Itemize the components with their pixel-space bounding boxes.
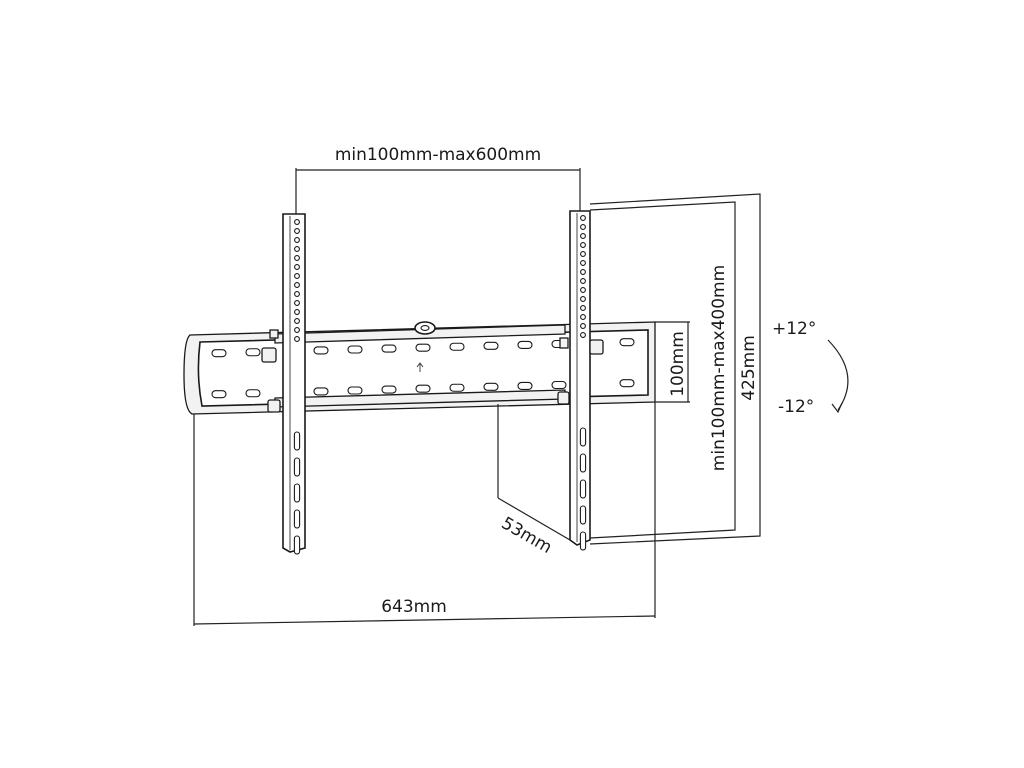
plate-slot xyxy=(483,382,499,391)
arm-hole xyxy=(294,282,300,288)
tilt-indicator: +12° -12° xyxy=(772,319,849,417)
arm-hole xyxy=(580,224,586,230)
rail-height-label: 100mm xyxy=(668,331,688,397)
arm-hole xyxy=(294,237,300,243)
arm-hole xyxy=(294,219,300,225)
arm-slot xyxy=(579,505,587,525)
arm-slot xyxy=(293,509,301,529)
arm-hole xyxy=(580,251,586,257)
arm-slot xyxy=(293,457,301,477)
arm-slot xyxy=(579,427,587,447)
tilt-up-label: +12° xyxy=(772,319,816,339)
plate-height-label: 425mm xyxy=(739,335,759,401)
arm-slot xyxy=(293,431,301,451)
arm-hole xyxy=(294,291,300,297)
arm-hole xyxy=(580,278,586,284)
plate-slot xyxy=(313,387,329,396)
up-arrow-icon xyxy=(416,362,424,372)
plate-slot xyxy=(381,385,397,394)
vesa-height-label: min100mm-max400mm xyxy=(709,265,729,471)
left-upper-knob xyxy=(261,347,277,363)
plate-slot xyxy=(517,340,533,349)
plate-slot xyxy=(347,345,363,354)
arm-hole xyxy=(580,269,586,275)
plate-slot xyxy=(619,338,635,347)
arm-hole xyxy=(294,255,300,261)
plate-slot xyxy=(415,384,431,393)
arm-hole xyxy=(580,287,586,293)
arm-hole xyxy=(580,332,586,338)
left-lower-knob xyxy=(267,399,281,413)
arm-hole xyxy=(294,318,300,324)
plate-slot xyxy=(619,379,635,388)
arm-hole xyxy=(580,233,586,239)
arm-hole xyxy=(580,323,586,329)
plate-slot xyxy=(211,390,227,399)
plate-slot xyxy=(449,383,465,392)
arm-hole xyxy=(580,296,586,302)
plate-slot xyxy=(313,346,329,355)
depth-dimension: 53mm xyxy=(497,404,571,558)
total-width-label: 643mm xyxy=(381,597,447,617)
total-width-dimension: 643mm xyxy=(193,402,656,626)
plate-slot xyxy=(245,348,261,357)
arm-hole xyxy=(580,314,586,320)
plate-slot xyxy=(245,389,261,398)
arm-hole xyxy=(294,228,300,234)
plate-slot xyxy=(381,344,397,353)
depth-label: 53mm xyxy=(498,513,555,558)
right-lower-knob xyxy=(557,391,570,405)
center-bubble-level-icon xyxy=(414,321,436,335)
arm-slot xyxy=(293,483,301,503)
arm-hole xyxy=(580,260,586,266)
arm-hole xyxy=(294,327,300,333)
arm-hole xyxy=(294,246,300,252)
vesa-width-dimension: min100mm-max600mm xyxy=(295,145,581,214)
vesa-width-label: min100mm-max600mm xyxy=(335,145,541,165)
arm-hole xyxy=(580,242,586,248)
plate-slots xyxy=(211,338,635,399)
arm-slot xyxy=(293,535,301,555)
plate-height-dimension: 425mm min100mm-max400mm xyxy=(589,193,761,545)
plate-slot xyxy=(449,342,465,351)
plate-slot xyxy=(551,380,567,390)
tilt-down-label: -12° xyxy=(778,397,814,417)
plate-slot xyxy=(517,381,533,390)
plate-slot xyxy=(415,343,431,352)
right-vertical-arm xyxy=(557,210,604,551)
arm-slot xyxy=(579,453,587,473)
plate-slot xyxy=(483,341,499,350)
arm-slot xyxy=(579,479,587,499)
left-vertical-arm xyxy=(261,213,306,555)
arm-hole xyxy=(294,264,300,270)
arm-hole xyxy=(294,336,300,342)
arm-hole xyxy=(580,305,586,311)
plate-slot xyxy=(211,349,227,358)
arm-hole xyxy=(294,300,300,306)
arm-hole xyxy=(294,273,300,279)
plate-slot xyxy=(347,386,363,395)
arm-slot xyxy=(579,531,587,551)
right-upper-knob xyxy=(589,339,604,355)
arm-hole xyxy=(580,215,586,221)
arm-hole xyxy=(294,309,300,315)
rail-height-dimension: 100mm xyxy=(655,321,690,403)
